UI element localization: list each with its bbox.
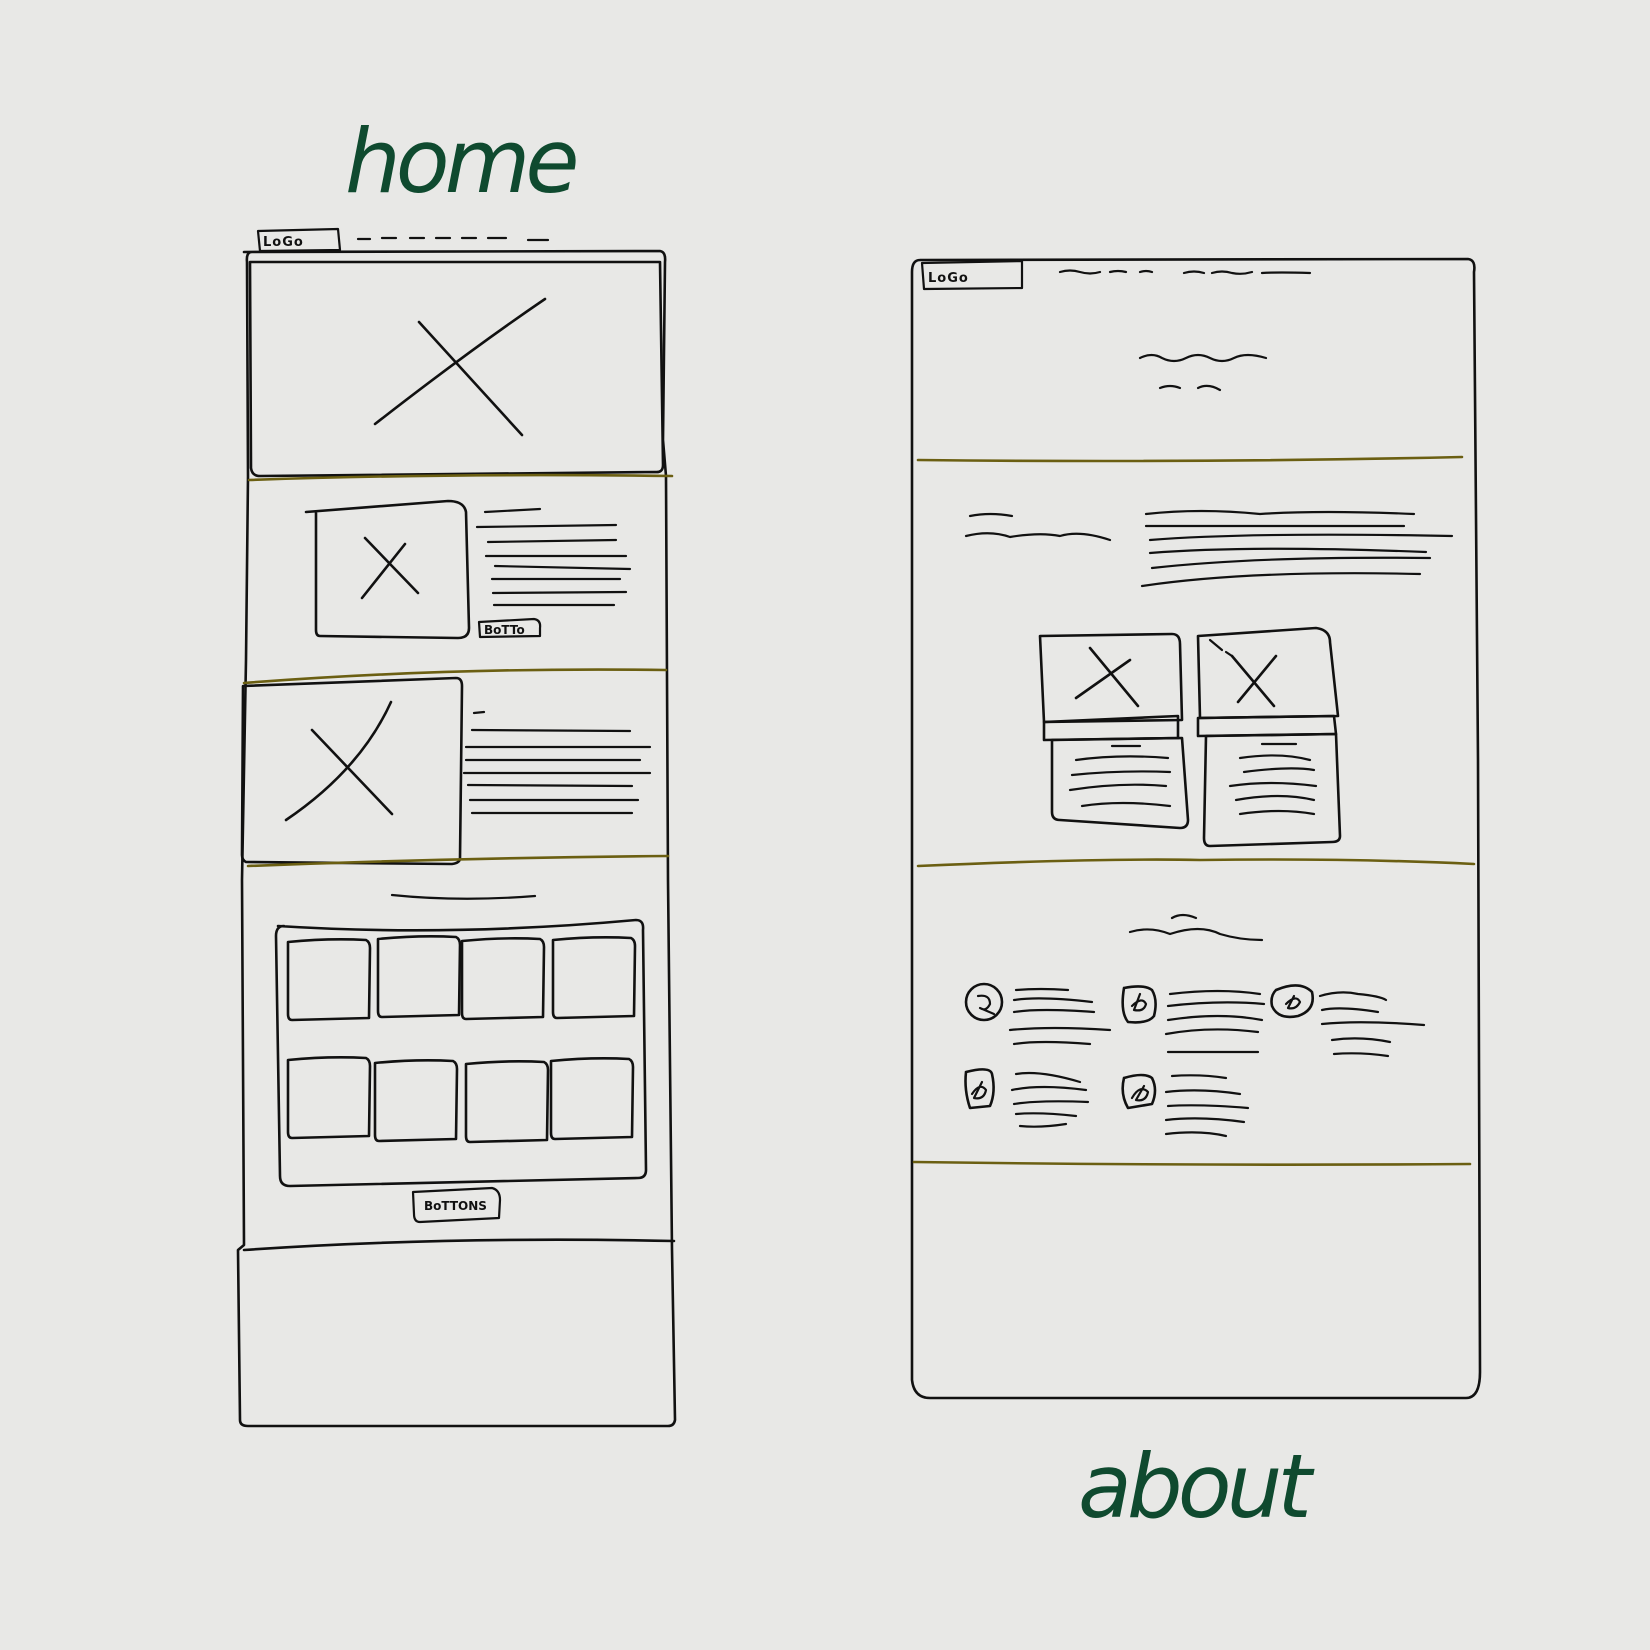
gallery-tile [549, 1057, 635, 1141]
home-divider-3 [246, 854, 670, 868]
about-cards [1038, 626, 1342, 848]
about-intro-text [964, 509, 1454, 588]
home-page-frame [236, 249, 677, 1428]
feature-icon [1121, 985, 1157, 1024]
about-features [964, 982, 1426, 1138]
gallery-tile [551, 936, 637, 1020]
feature-item [964, 982, 1112, 1046]
home-divider-1 [247, 473, 674, 482]
home-section-button-text: BoTTo [484, 623, 525, 637]
home-gallery-button-text: BoTTONS [424, 1199, 487, 1213]
gallery-tile [373, 1059, 459, 1143]
feature-icon [964, 1068, 995, 1110]
about-features-heading [1128, 913, 1264, 942]
gallery-tile [376, 935, 462, 1019]
home-gallery-button[interactable]: BoTTONS [411, 1186, 502, 1224]
about-divider-1 [916, 455, 1464, 463]
feature-item [1121, 985, 1266, 1054]
home-hero-image [248, 260, 665, 478]
about-divider-2 [916, 858, 1476, 868]
about-logo-text: LoGo [928, 271, 969, 286]
feature-item [1270, 984, 1426, 1058]
home-section-gallery: BoTTONS [274, 893, 648, 1224]
home-wireframe: LoGo BoTTo [236, 227, 677, 1428]
about-page-frame [910, 257, 1482, 1400]
about-logo: LoGo [920, 259, 1024, 291]
feature-icon [1121, 1073, 1157, 1110]
gallery-tile [464, 1060, 550, 1144]
about-nav-links [1058, 269, 1312, 275]
about-page-title: about [1078, 1435, 1312, 1538]
home-gallery-tiles [286, 935, 637, 1144]
gallery-tile [460, 937, 546, 1021]
feature-icon [1270, 984, 1314, 1019]
about-divider-3 [912, 1160, 1472, 1166]
home-logo: LoGo [256, 227, 342, 253]
about-card [1196, 626, 1342, 848]
home-section-story [240, 676, 652, 866]
feature-icon [964, 982, 1004, 1022]
feature-item [964, 1068, 1090, 1128]
gallery-tile [286, 1056, 372, 1140]
gallery-tile [286, 938, 372, 1022]
feature-item [1121, 1073, 1250, 1138]
home-divider-2 [242, 668, 668, 685]
home-section-button[interactable]: BoTTo [477, 617, 542, 639]
about-wireframe: LoGo [910, 257, 1482, 1400]
home-footer-divider [242, 1238, 676, 1252]
home-logo-text: LoGo [263, 235, 304, 250]
home-page-title: home [345, 110, 579, 213]
home-gallery-frame [274, 918, 648, 1188]
about-card [1038, 632, 1190, 830]
home-nav-links [356, 236, 550, 242]
about-hero-heading [1138, 353, 1268, 392]
home-section-feature: BoTTo [304, 499, 632, 640]
